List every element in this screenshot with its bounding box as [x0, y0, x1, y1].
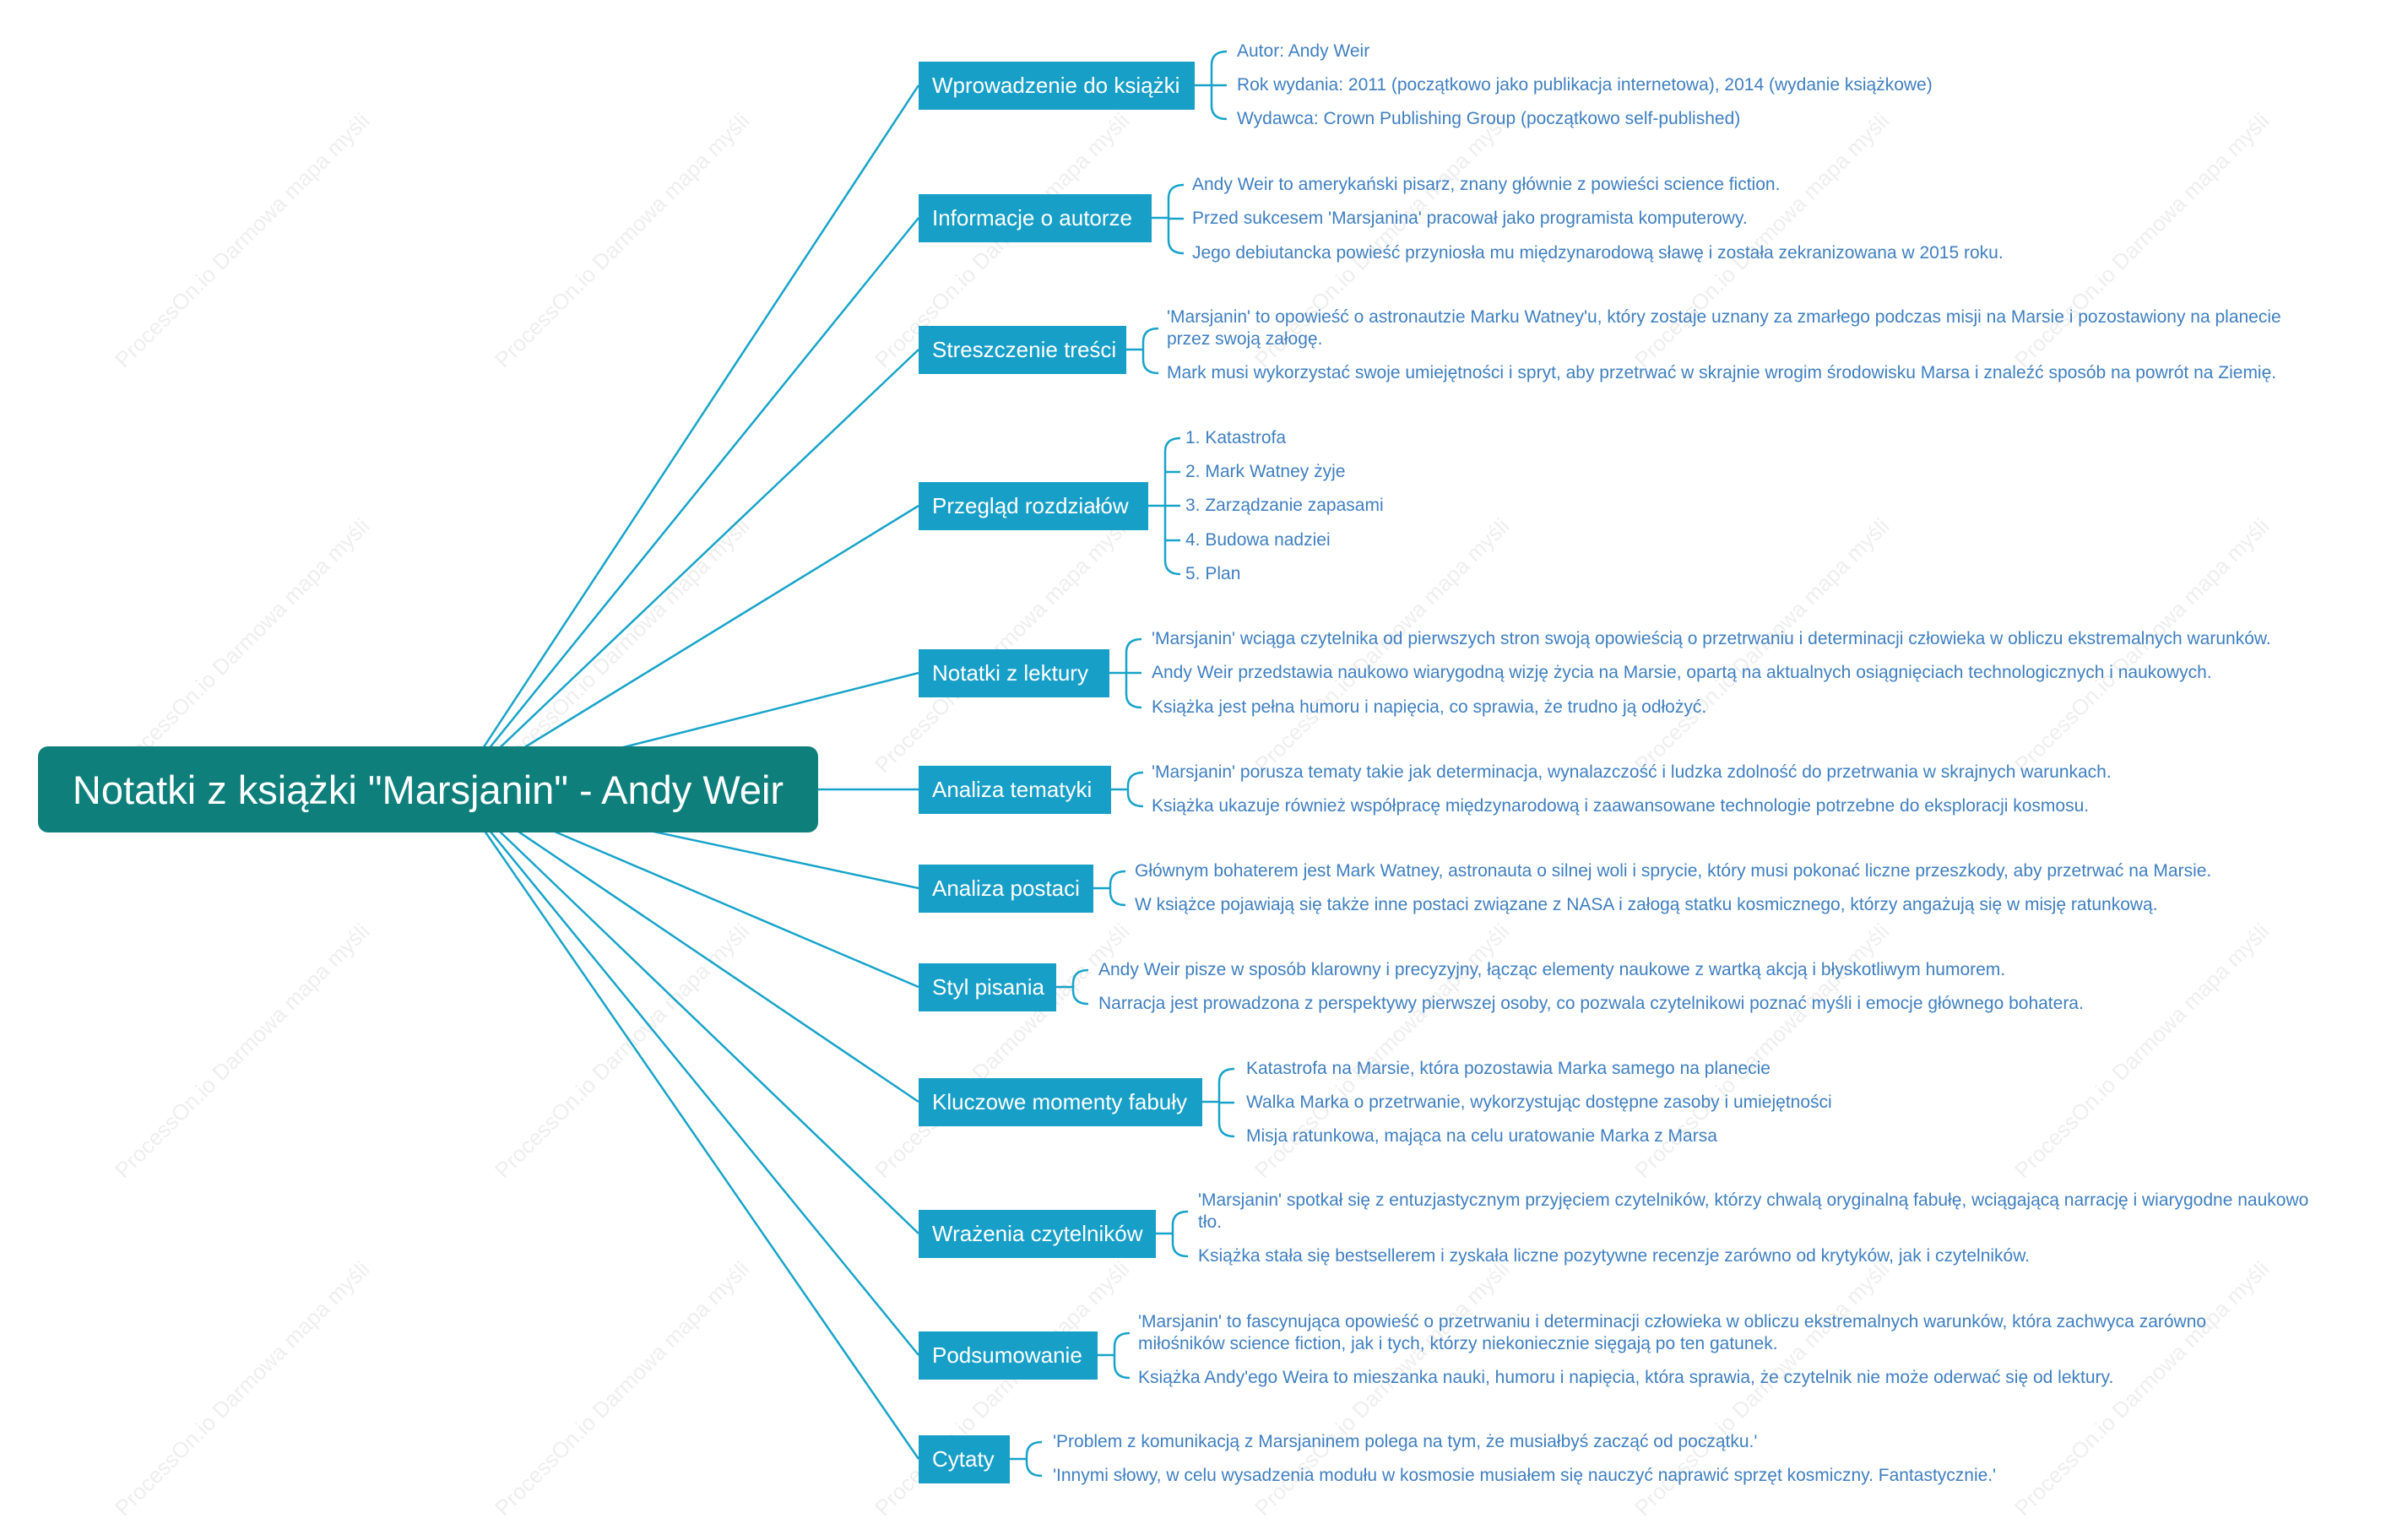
leaf-bracket	[1113, 1331, 1131, 1380]
leaf-bracket	[1125, 637, 1142, 709]
branch-topic[interactable]: Kluczowe momenty fabuły	[919, 1078, 1202, 1126]
leaf-bracket	[1210, 50, 1228, 121]
leaf-topic[interactable]: 5. Plan	[1185, 564, 1241, 583]
leaf-topic[interactable]: Misja ratunkowa, mająca na celu uratowan…	[1246, 1126, 1717, 1146]
root-topic[interactable]: Notatki z książki "Marsjanin" - Andy Wei…	[38, 746, 818, 832]
branch-topic[interactable]: Notatki z lektury	[919, 649, 1109, 697]
leaf-topic[interactable]: Walka Marka o przetrwanie, wykorzystując…	[1246, 1093, 1832, 1112]
leaf-bracket	[1109, 870, 1126, 907]
branch-topic[interactable]: Wprowadzenie do książki	[919, 62, 1195, 110]
branch-topic[interactable]: Podsumowanie	[919, 1331, 1098, 1380]
leaf-topic[interactable]: W książce pojawiają się także inne posta…	[1135, 895, 2158, 914]
leaf-topic[interactable]: 'Marsjanin' spotkał się z entuzjastyczny…	[1198, 1190, 2309, 1232]
branch-topic[interactable]: Streszczenie treści	[919, 326, 1126, 374]
leaf-topic[interactable]: Narracja jest prowadzona z perspektywy p…	[1098, 994, 2084, 1013]
branch-topic[interactable]: Informacje o autorze	[919, 194, 1152, 242]
leaf-bracket	[1126, 771, 1144, 808]
leaf-topic[interactable]: 'Marsjanin' to opowieść o astronautzie M…	[1167, 307, 2281, 349]
root-branch-connector	[455, 788, 919, 1103]
leaf-topic[interactable]: Głównym bohaterem jest Mark Watney, astr…	[1135, 861, 2212, 881]
leaf-topic[interactable]: 'Innymi słowy, w celu wysadzenia modułu …	[1053, 1466, 1997, 1485]
leaf-topic[interactable]: Rok wydania: 2011 (początkowo jako publi…	[1237, 75, 1933, 95]
leaf-topic[interactable]: Autor: Andy Weir	[1237, 41, 1370, 61]
branch-topic[interactable]: Styl pisania	[919, 963, 1056, 1011]
branch-topic[interactable]: Analiza postaci	[919, 865, 1093, 913]
leaf-topic[interactable]: Książka ukazuje również współpracę międz…	[1152, 796, 2090, 816]
leaf-topic[interactable]: Andy Weir przedstawia naukowo wiarygodną…	[1152, 663, 2212, 682]
watermark-text: ProcessOn.io Darmowa mapa myśli	[870, 918, 1135, 1184]
leaf-topic[interactable]: Książka stała się bestsellerem i zyskała…	[1198, 1246, 2031, 1266]
leaf-topic[interactable]: 3. Zarządzanie zapasami	[1185, 496, 1384, 515]
leaf-topic[interactable]: Mark musi wykorzystać swoje umiejętności…	[1167, 363, 2277, 382]
leaf-topic[interactable]: 1. Katastrofa	[1185, 428, 1287, 447]
watermark-text: ProcessOn.io Darmowa mapa myśli	[110, 107, 375, 373]
leaf-bracket	[1163, 437, 1181, 576]
watermark-text: ProcessOn.io Darmowa mapa myśli	[2009, 918, 2275, 1184]
root-branch-connector	[454, 789, 920, 1460]
leaf-topic[interactable]: Andy Weir to amerykański pisarz, znany g…	[1192, 175, 1781, 194]
branch-topic[interactable]: Wrażenia czytelników	[919, 1210, 1156, 1258]
watermark-text: ProcessOn.io Darmowa mapa myśli	[490, 918, 755, 1184]
watermark-text: ProcessOn.io Darmowa mapa myśli	[490, 1255, 755, 1521]
leaf-topic[interactable]: 'Marsjanin' porusza tematy takie jak det…	[1152, 762, 2112, 782]
watermark-text: ProcessOn.io Darmowa mapa myśli	[110, 1255, 375, 1521]
branch-topic[interactable]: Cytaty	[919, 1435, 1010, 1483]
watermark-text: ProcessOn.io Darmowa mapa myśli	[490, 107, 755, 373]
leaf-bracket	[1217, 1067, 1235, 1138]
root-branch-connector	[455, 789, 919, 1356]
leaf-topic[interactable]: Książka jest pełna humoru i napięcia, co…	[1152, 697, 1707, 717]
branch-topic[interactable]: Przegląd rozdziałów	[919, 482, 1148, 530]
watermark-text: ProcessOn.io Darmowa mapa myśli	[870, 512, 1135, 778]
leaf-bracket	[1025, 1440, 1043, 1478]
leaf-bracket	[1171, 1210, 1189, 1258]
leaf-topic[interactable]: 2. Mark Watney żyje	[1185, 462, 1346, 481]
leaf-topic[interactable]: 'Marsjanin' wciąga czytelnika od pierwsz…	[1152, 629, 2271, 648]
watermark-text: ProcessOn.io Darmowa mapa myśli	[110, 512, 375, 778]
leaf-topic[interactable]: Książka Andy'ego Weira to mieszanka nauk…	[1138, 1368, 2114, 1387]
leaf-topic[interactable]: Jego debiutancka powieść przyniosła mu m…	[1192, 243, 2004, 263]
watermark-text: ProcessOn.io Darmowa mapa myśli	[110, 918, 375, 1184]
leaf-topic[interactable]: 'Marsjanin' to fascynująca opowieść o pr…	[1138, 1312, 2207, 1353]
leaf-topic[interactable]: Przed sukcesem 'Marsjanina' pracował jak…	[1192, 209, 1748, 228]
root-branch-connector	[455, 789, 919, 1234]
leaf-topic[interactable]: 'Problem z komunikacją z Marsjaninem pol…	[1053, 1432, 1758, 1451]
leaf-bracket	[1141, 327, 1159, 375]
leaf-topic[interactable]: Andy Weir pisze w sposób klarowny i prec…	[1098, 960, 2006, 979]
root-branch-connector	[455, 217, 919, 790]
watermark-text: ProcessOn.io Darmowa mapa myśli	[490, 512, 755, 778]
leaf-topic[interactable]: 4. Budowa nadziei	[1185, 530, 1331, 550]
branch-topic[interactable]: Analiza tematyki	[919, 766, 1111, 814]
leaf-topic[interactable]: Wydawca: Crown Publishing Group (początk…	[1237, 109, 1741, 128]
leaf-topic[interactable]: Katastrofa na Marsie, która pozostawia M…	[1246, 1059, 1771, 1078]
leaf-bracket	[1167, 183, 1185, 255]
